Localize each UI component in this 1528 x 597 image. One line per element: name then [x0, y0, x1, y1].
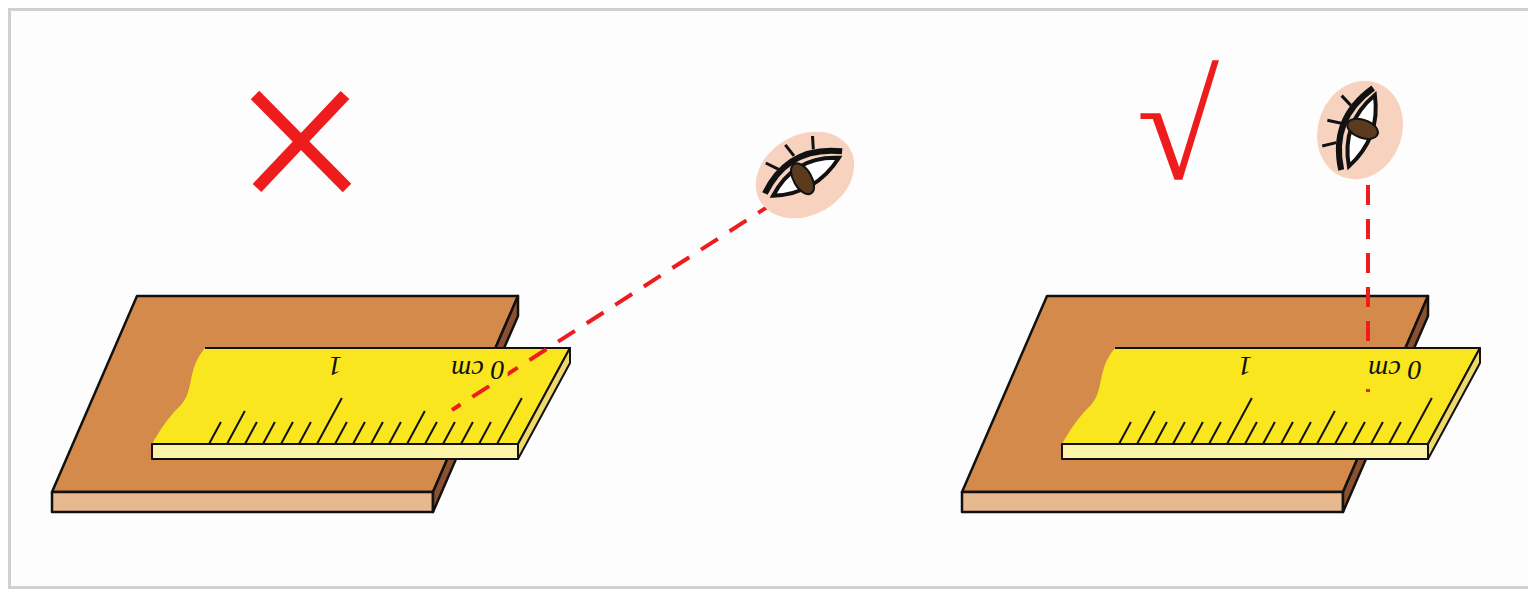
ruler-tick [1227, 398, 1252, 444]
eye [1303, 69, 1416, 192]
ruler-tick [443, 422, 455, 444]
ruler [1062, 348, 1480, 459]
scale-number: 1 [1235, 351, 1255, 381]
ruler-tick [281, 422, 293, 444]
ruler-tick [1389, 422, 1401, 444]
ruler-ticks [1119, 398, 1432, 444]
ruler-tick [1119, 422, 1131, 444]
ruler-tick [1155, 422, 1167, 444]
ruler-tick [479, 422, 491, 444]
ruler-tick [1335, 422, 1347, 444]
ruler-tick [335, 422, 347, 444]
ruler-tick [1281, 422, 1293, 444]
ruler-tick [371, 422, 383, 444]
scale-unit: 0 cm [448, 355, 508, 385]
ruler-tick [407, 411, 425, 444]
ruler-tick [1263, 422, 1275, 444]
ruler-tick [1317, 411, 1335, 444]
ruler-tick [299, 422, 311, 444]
ruler-tick [497, 398, 522, 444]
ruler [152, 348, 570, 459]
ruler-ticks [209, 398, 522, 444]
ruler-tick [263, 422, 275, 444]
ruler-tick [227, 411, 245, 444]
ruler-tick [461, 422, 473, 444]
ruler-tick [1173, 422, 1185, 444]
ruler-tick [1191, 422, 1203, 444]
ruler-tick [1371, 422, 1383, 444]
eye [740, 114, 870, 235]
ruler-tick [245, 422, 257, 444]
ruler-tick [1353, 422, 1365, 444]
cross-mark [255, 95, 347, 188]
scale-unit: 0 cm [1365, 355, 1425, 385]
ruler-tick [1209, 422, 1221, 444]
ruler-tick [317, 398, 342, 444]
ruler-tick [1407, 398, 1432, 444]
ruler-tick [1299, 422, 1311, 444]
ruler-tick [209, 422, 221, 444]
ruler-tick [389, 422, 401, 444]
ruler-tick [1245, 422, 1257, 444]
scale-number: 1 [325, 351, 345, 381]
ruler-tick [425, 422, 437, 444]
ruler-tick [353, 422, 365, 444]
ruler-tick [1137, 411, 1155, 444]
check-mark: √ [1137, 53, 1219, 203]
